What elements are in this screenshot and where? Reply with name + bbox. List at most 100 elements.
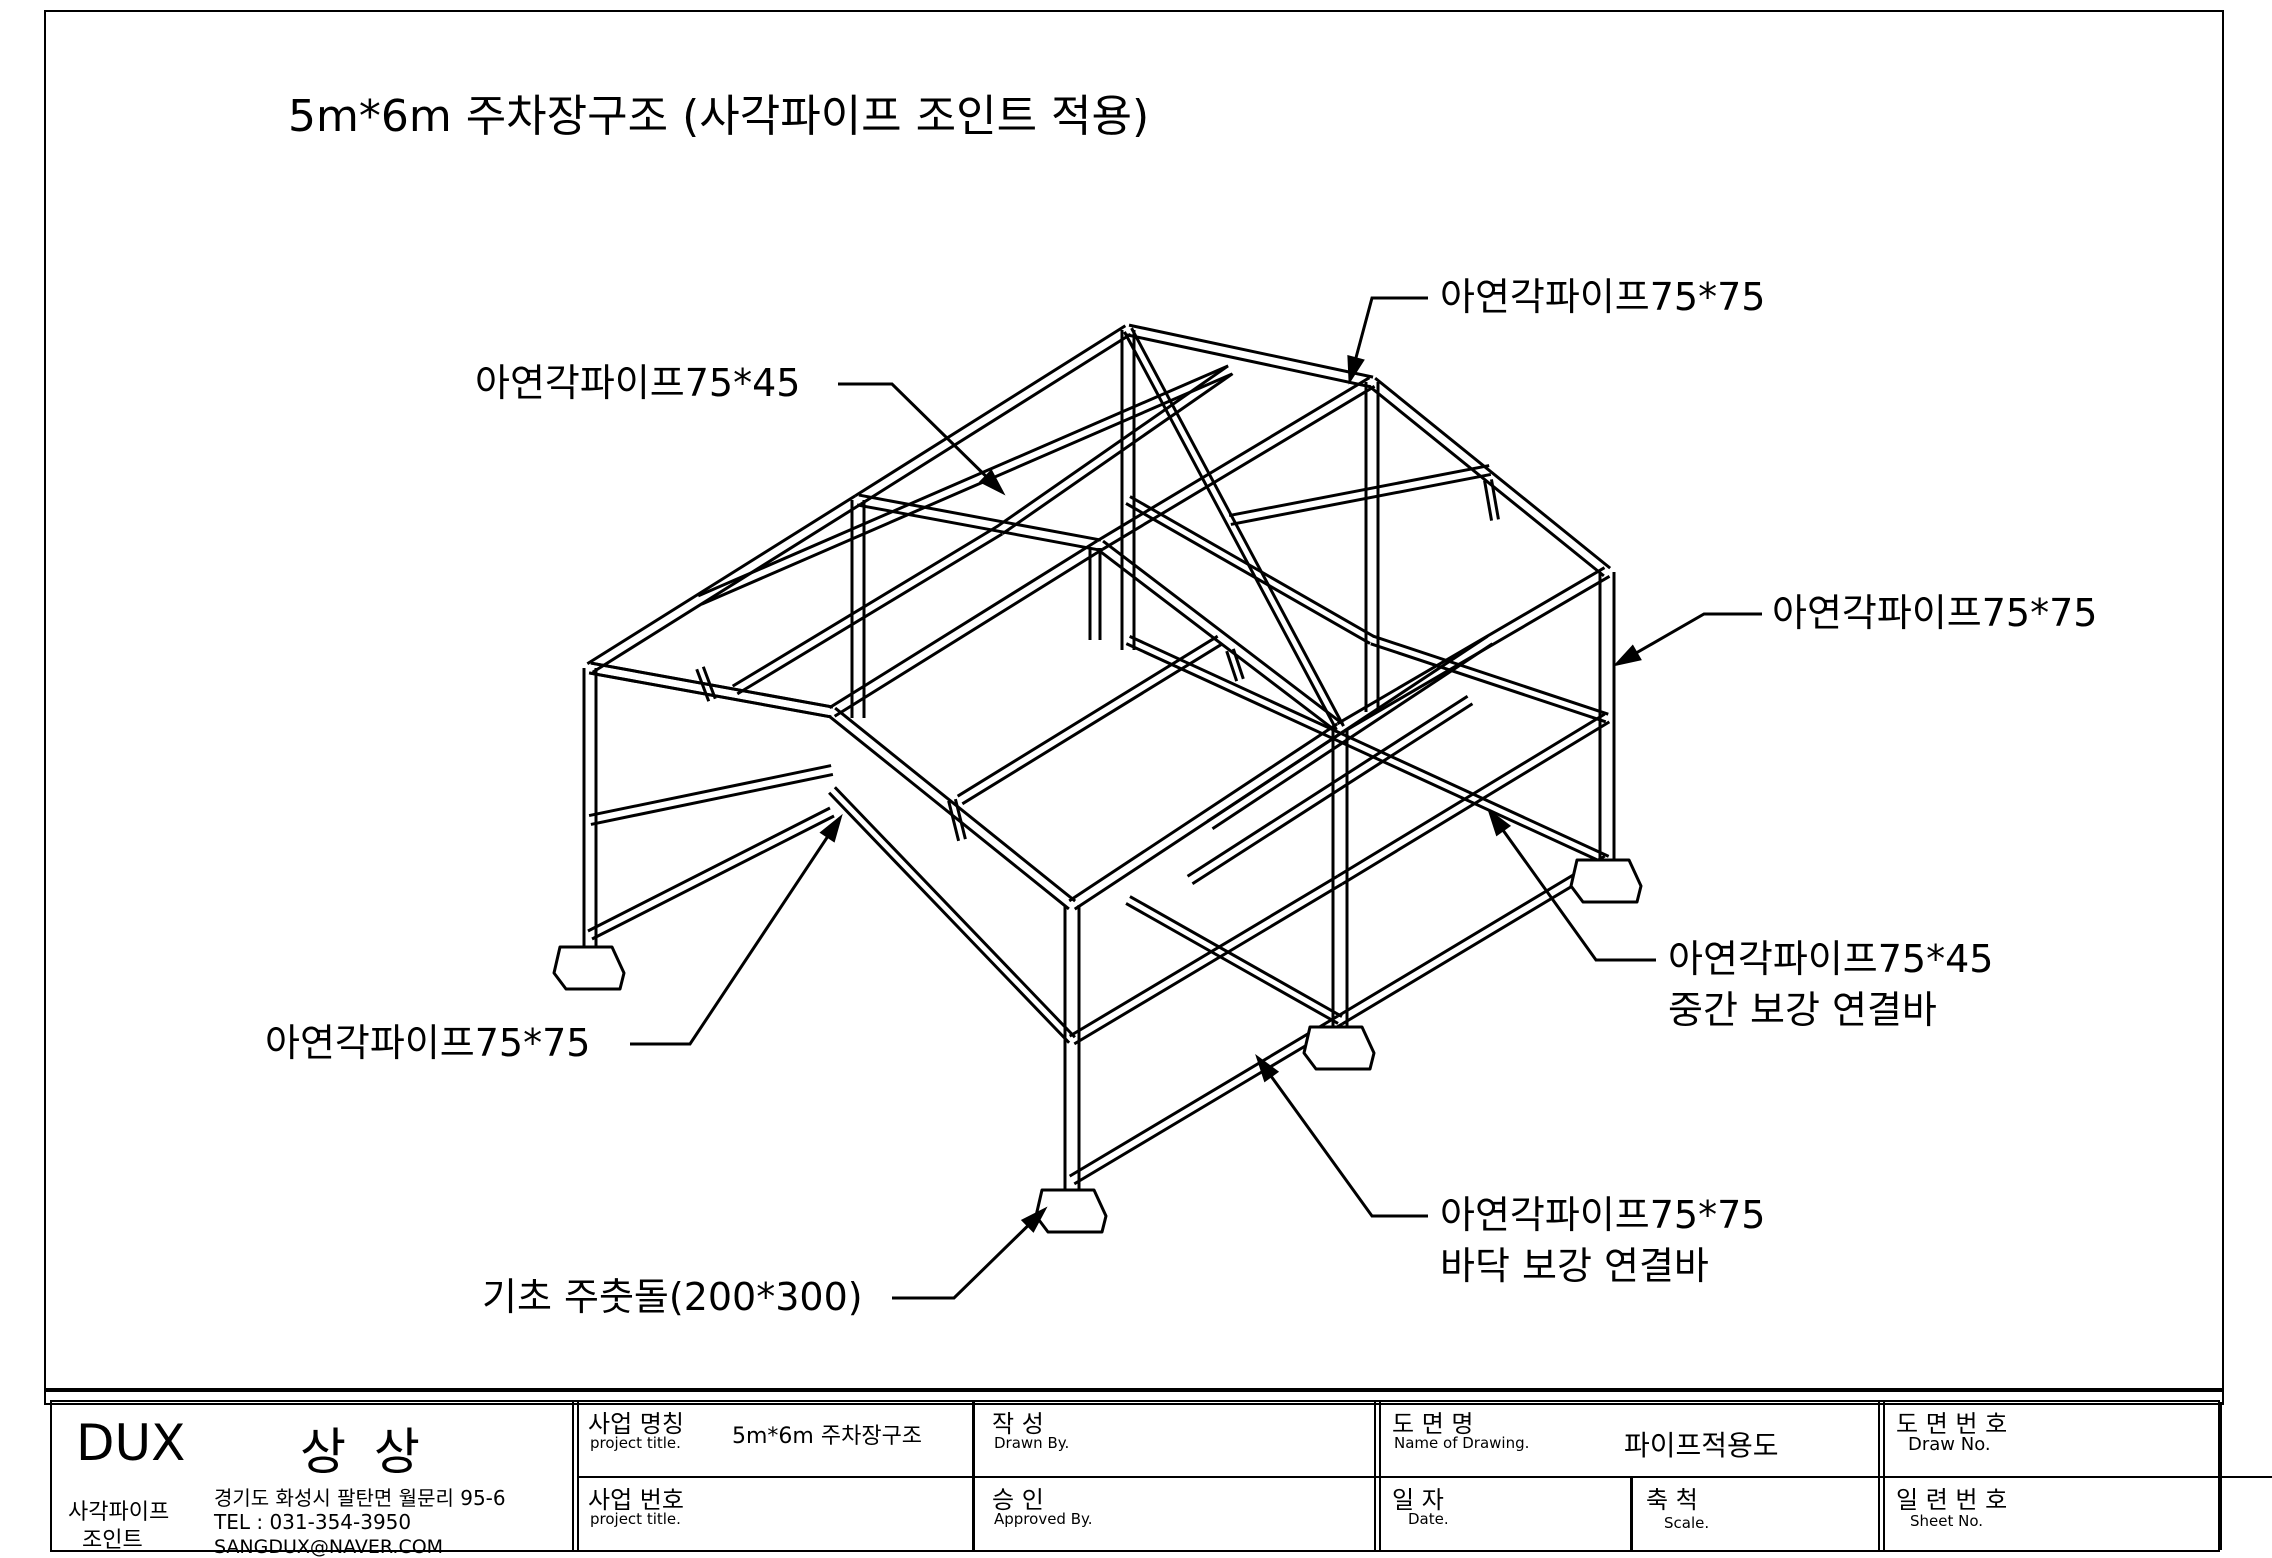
leader-mid-right xyxy=(1488,811,1656,962)
leader-bottom-right-arrow xyxy=(1255,1053,1280,1083)
brace xyxy=(701,666,717,700)
drawing-name-label-en: Name of Drawing. xyxy=(1394,1434,1530,1452)
leader-right xyxy=(1616,612,1762,666)
mid-bar xyxy=(1073,882,1344,1046)
foundation-stone xyxy=(1034,1188,1108,1234)
project-name-label-ko: 사업 명칭 xyxy=(588,1410,684,1438)
purlin xyxy=(961,642,1224,806)
floor-bar xyxy=(1129,635,1610,858)
mid-bar xyxy=(1068,874,1339,1038)
mid-bar xyxy=(588,764,832,818)
callout-mid-right-line1: 아연각파이프75*45 xyxy=(1668,937,1994,981)
brace xyxy=(1489,479,1500,520)
drawing-frame xyxy=(44,10,2224,1405)
rafter xyxy=(833,547,1104,718)
company-product-line2: 조인트 xyxy=(82,1528,143,1553)
purlin xyxy=(697,364,1229,598)
leader-top-right-arrow xyxy=(1347,354,1365,385)
rafter xyxy=(591,502,862,674)
mid-bar xyxy=(1370,642,1607,724)
callout-mid-right-line2: 중간 보강 연결바 xyxy=(1668,988,1937,1032)
callout-top-left: 아연각파이프75*45 xyxy=(475,361,801,405)
drawing-name-label-ko: 도 면 명 xyxy=(1392,1410,1474,1438)
rafter xyxy=(859,332,1132,506)
callout-left: 아연각파이프75*75 xyxy=(265,1021,591,1065)
purlin xyxy=(1211,642,1494,831)
rafter xyxy=(1130,327,1345,727)
floor-bar xyxy=(1341,862,1611,1026)
company-product-line1: 사각파이프 xyxy=(68,1500,170,1525)
purlin xyxy=(956,634,1219,798)
brace xyxy=(695,668,711,702)
divider xyxy=(1630,1476,1633,1550)
mid-bar xyxy=(1372,634,1609,716)
mid-bar xyxy=(828,791,1071,1044)
floor-bar xyxy=(591,814,835,941)
leader-top-right xyxy=(1348,296,1428,381)
purlin xyxy=(1230,472,1492,526)
company-email: SANGDUX@NAVER.COM xyxy=(214,1536,444,1558)
leader-bottom-left-arrow xyxy=(1020,1206,1048,1233)
project-name-label-en: project title. xyxy=(590,1434,681,1452)
floor-bar xyxy=(1068,1014,1339,1178)
ridge xyxy=(858,493,1102,542)
floor-bar xyxy=(1129,895,1343,1018)
sheet-no-label-ko: 일 련 번 호 xyxy=(1896,1486,2008,1514)
divider xyxy=(1374,1402,1381,1550)
rafter xyxy=(1096,547,1338,734)
brace xyxy=(953,798,967,840)
row-divider xyxy=(579,1476,2272,1478)
mid-bar xyxy=(1125,502,1371,645)
rafter xyxy=(854,324,1127,498)
drawn-label-en: Drawn By. xyxy=(994,1434,1070,1452)
leader-top-left-arrow xyxy=(978,469,1006,496)
company-tel: TEL : 031-354-3950 xyxy=(214,1510,412,1534)
company-block: DUX 상 상 사각파이프 조인트 경기도 화성시 팔탄면 월문리 95-6 T… xyxy=(52,1402,572,1558)
callout-top-right: 아연각파이프75*75 xyxy=(1440,275,1766,319)
floor-bar xyxy=(1125,902,1339,1025)
floor-bar xyxy=(1336,854,1606,1018)
tie xyxy=(590,661,834,709)
rafter xyxy=(1101,385,1376,551)
drawing-name-value: 파이프적용도 xyxy=(1624,1429,1779,1462)
divider xyxy=(2220,1402,2222,1550)
divider xyxy=(572,1402,579,1550)
leader-right-arrow xyxy=(1612,644,1642,667)
callout-bottom-left: 기초 주춧돌(200*300) xyxy=(482,1275,863,1319)
leader-left xyxy=(630,817,842,1046)
foundation-stone xyxy=(1302,1025,1376,1071)
rafter xyxy=(1102,539,1344,726)
company-brand: DUX xyxy=(76,1414,186,1472)
mid-bar xyxy=(590,772,834,826)
mid-bar xyxy=(833,786,1076,1039)
rafter xyxy=(586,494,857,666)
rafter xyxy=(1123,331,1338,731)
approved-label-ko: 승 인 xyxy=(992,1486,1044,1514)
title-block: DUX 상 상 사각파이프 조인트 경기도 화성시 팔탄면 월문리 95-6 T… xyxy=(44,1388,2272,1558)
ridge xyxy=(856,503,1100,552)
ridge xyxy=(1126,333,1372,389)
leader-bottom-left xyxy=(892,1208,1046,1300)
company-address: 경기도 화성시 팔탄면 월문리 95-6 xyxy=(214,1486,506,1510)
mid-bar xyxy=(1336,712,1606,878)
date-label-en: Date. xyxy=(1408,1510,1449,1528)
project-no-label-ko: 사업 번호 xyxy=(588,1486,684,1514)
brace xyxy=(1231,648,1245,680)
callout-right: 아연각파이프75*75 xyxy=(1772,591,2098,635)
drawing-no-label-en: Draw No. xyxy=(1908,1434,1991,1455)
leader-mid-right-arrow xyxy=(1487,807,1512,837)
foundation-stone xyxy=(1569,858,1643,904)
approved-label-en: Approved By. xyxy=(994,1510,1093,1528)
rafter xyxy=(828,539,1099,710)
foundation-stones xyxy=(552,858,1643,1234)
steel-frame-lines xyxy=(582,323,1616,1192)
company-name: 상 상 xyxy=(300,1423,426,1481)
divider xyxy=(972,1402,975,1550)
callout-bottom-right-line1: 아연각파이프75*75 xyxy=(1440,1193,1766,1237)
project-name-value: 5m*6m 주차장구조 xyxy=(732,1424,923,1449)
brace xyxy=(1483,480,1494,521)
date-label-ko: 일 자 xyxy=(1392,1486,1444,1514)
callout-bottom-right-line2: 바닥 보강 연결바 xyxy=(1440,1244,1709,1288)
